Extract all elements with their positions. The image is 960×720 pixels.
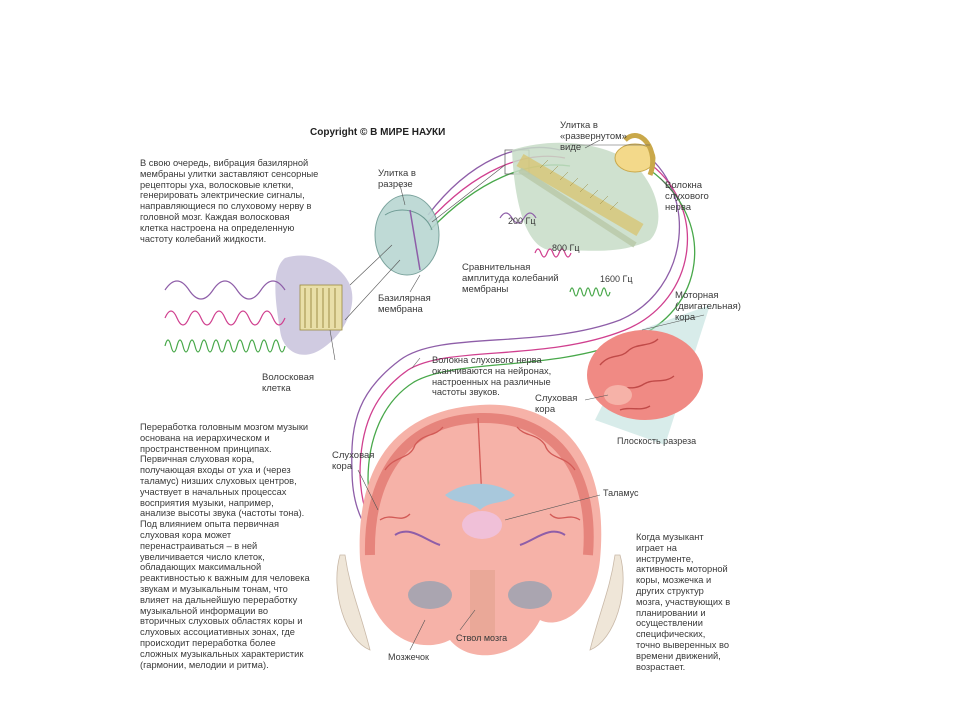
label-cerebellum: Мозжечок [388, 652, 429, 662]
cochlea-unrolled [512, 133, 659, 251]
small-brain [587, 305, 710, 445]
label-nerve-fibers: Волокна слухового нерва [665, 180, 709, 213]
label-auditory-cortex-left: Слуховая кора [332, 450, 375, 472]
frequency-waves [499, 212, 611, 297]
label-brainstem: Ствол мозга [456, 633, 508, 643]
ear-section [275, 149, 530, 355]
label-cochlea-unrolled: Улитка в «развернутом» виде [560, 120, 627, 153]
paragraph-middle: Волокна слухового нерва оканчиваются на … [432, 355, 552, 398]
leader-lines [329, 139, 681, 651]
label-section-plane: Плоскость разреза [617, 436, 697, 446]
label-1600hz: 1600 Гц [600, 274, 633, 284]
left-waveforms [164, 280, 286, 353]
copyright: Copyright © В МИРЕ НАУКИ [310, 127, 446, 138]
label-basilar-membrane: Базилярная мембрана [378, 293, 431, 315]
label-cochlea-cut: Улитка в разрезе [378, 168, 416, 190]
paragraph-top-left: В свою очередь, вибрация базилярной мемб… [140, 158, 319, 244]
label-motor-cortex: Моторная (двигательная) кора [675, 290, 741, 323]
label-amplitude: Сравнительная амплитуда колебаний мембра… [462, 262, 559, 295]
paragraph-bottom-right: Когда музыкант играет на инструменте, ак… [636, 532, 731, 672]
label-200hz: 200 Гц [508, 216, 536, 226]
coronal-section [336, 404, 624, 656]
label-auditory-cortex-right: Слуховая кора [535, 393, 578, 415]
label-hair-cell: Волосковая клетка [262, 372, 315, 394]
label-thalamus: Таламус [603, 488, 639, 498]
paragraph-bottom-left: Переработка головным мозгом музыки основ… [140, 422, 310, 670]
label-800hz: 800 Гц [552, 243, 580, 253]
